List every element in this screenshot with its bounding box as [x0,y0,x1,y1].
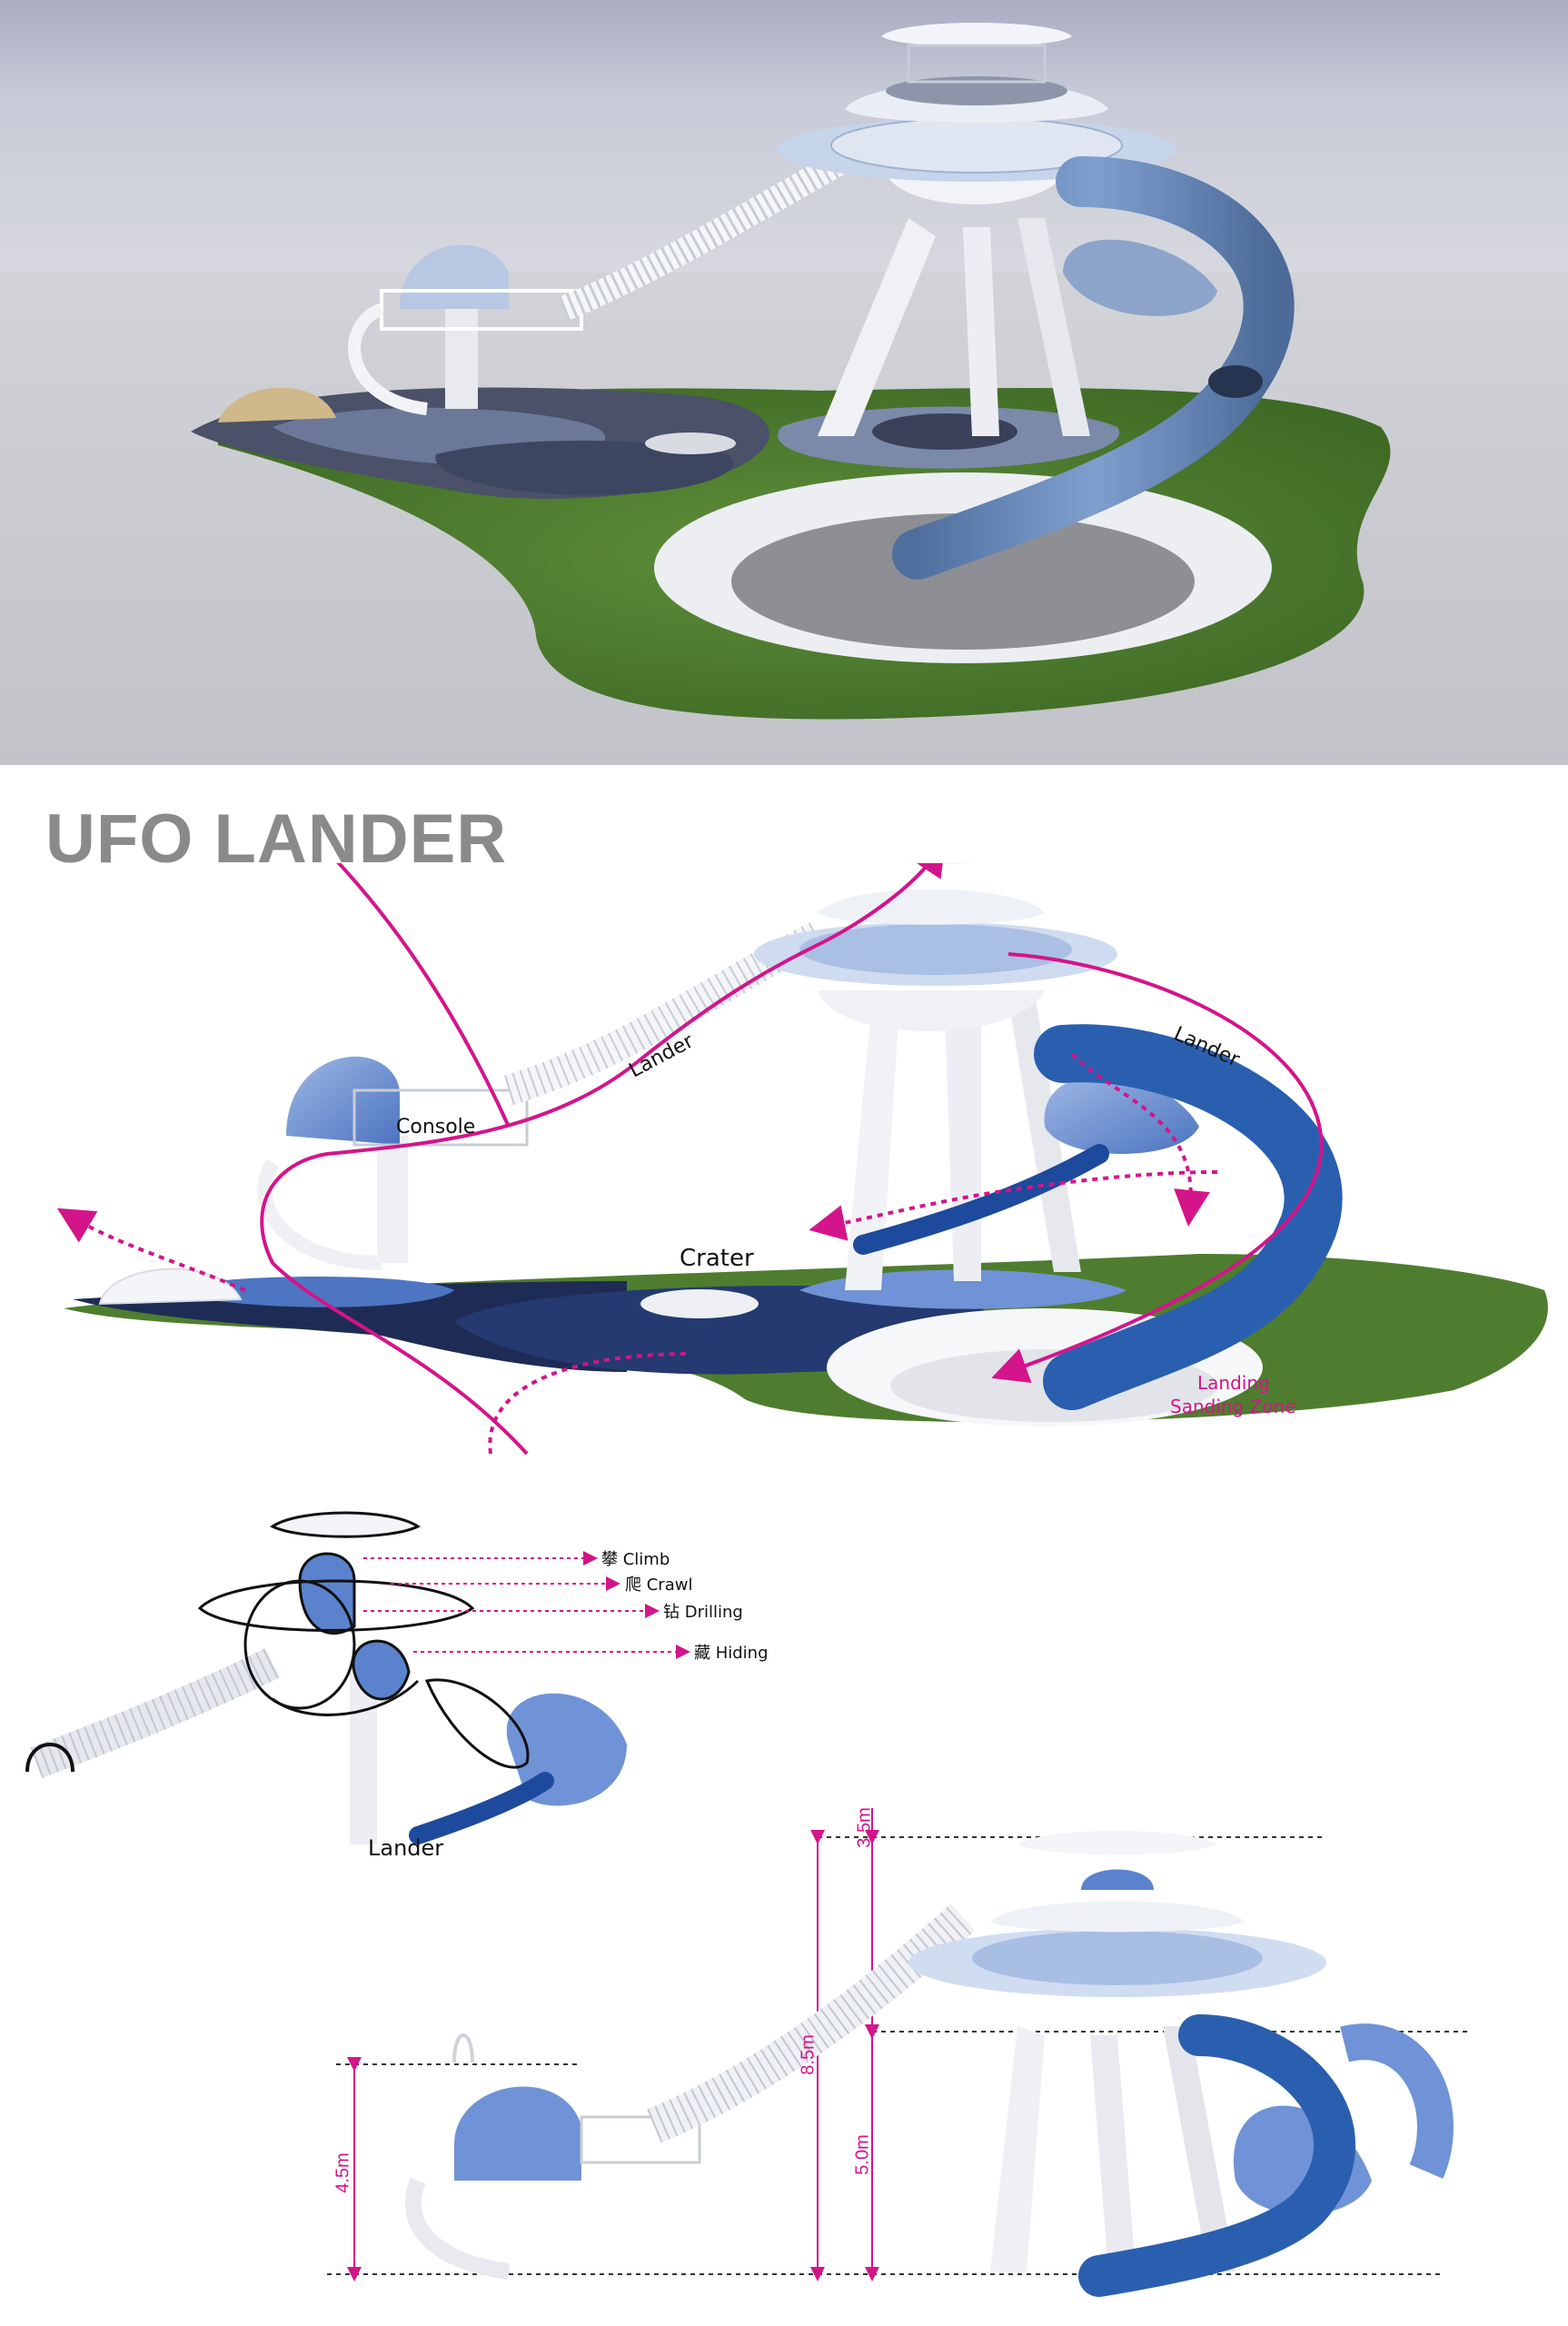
page-title: UFO LANDER [45,800,508,878]
dim-top: 3.5m [854,1807,875,1848]
elevation-drawing: 3.5m 8.5m 5.0m 4.5m [0,1781,1568,2326]
callout-hiding: 藏 Hiding [694,1644,769,1663]
detail-sketch: 攀 Climb 爬 Crawl 钻 Drilling 藏 Hiding Land… [0,1490,818,1872]
callout-crawl: 爬 Crawl [625,1576,693,1595]
label-landing: Landing [1197,1372,1270,1394]
top-render-image [0,0,1568,765]
main-diagram: Lander Lander Console Crater Landing San… [0,863,1568,1499]
dim-console: 4.5m [332,2152,353,2193]
label-crater: Crater [680,1245,754,1272]
detail-caption: Lander [368,1835,444,1861]
callout-climb: 攀 Climb [601,1550,670,1569]
dim-mid: 5.0m [852,2134,873,2175]
callout-drilling: 钻 Drilling [663,1603,743,1622]
dim-total: 8.5m [798,2034,819,2075]
label-console: Console [396,1116,476,1138]
label-sanding-zone: Sanding Zone [1170,1396,1296,1417]
